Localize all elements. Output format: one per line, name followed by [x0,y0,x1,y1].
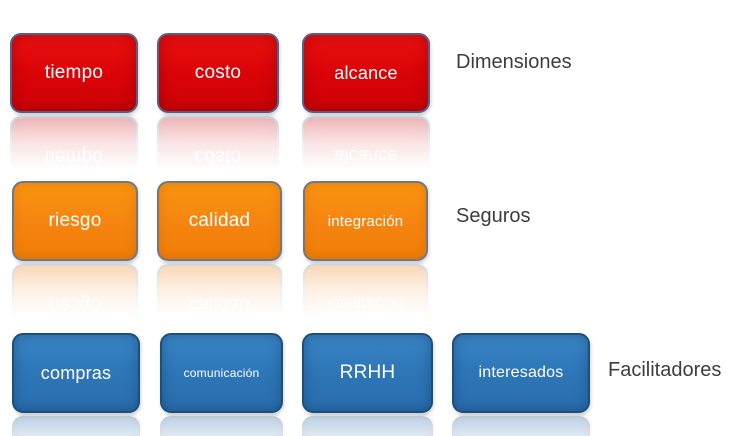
box-comunicacion: comunicación [160,333,283,413]
row-label-facilitadores: Facilitadores [608,359,722,381]
reflection-fade [298,416,437,436]
row-label-dimensiones: Dimensiones [456,51,572,73]
box-rrhh: RRHH [302,333,433,413]
box-riesgo: riesgo [12,181,138,261]
box-costo: costo [157,33,279,113]
box-integracion: integración [303,181,428,261]
box-alcance: alcance [302,33,430,113]
reflection-fade [8,416,144,436]
box-tiempo: tiempo [10,33,138,113]
reflection-fade [448,416,594,436]
row-label-seguros: Seguros [456,205,531,227]
box-calidad: calidad [157,181,282,261]
box-interesados: interesados [452,333,590,413]
box-compras: compras [12,333,140,413]
reflection-fade [156,416,287,436]
